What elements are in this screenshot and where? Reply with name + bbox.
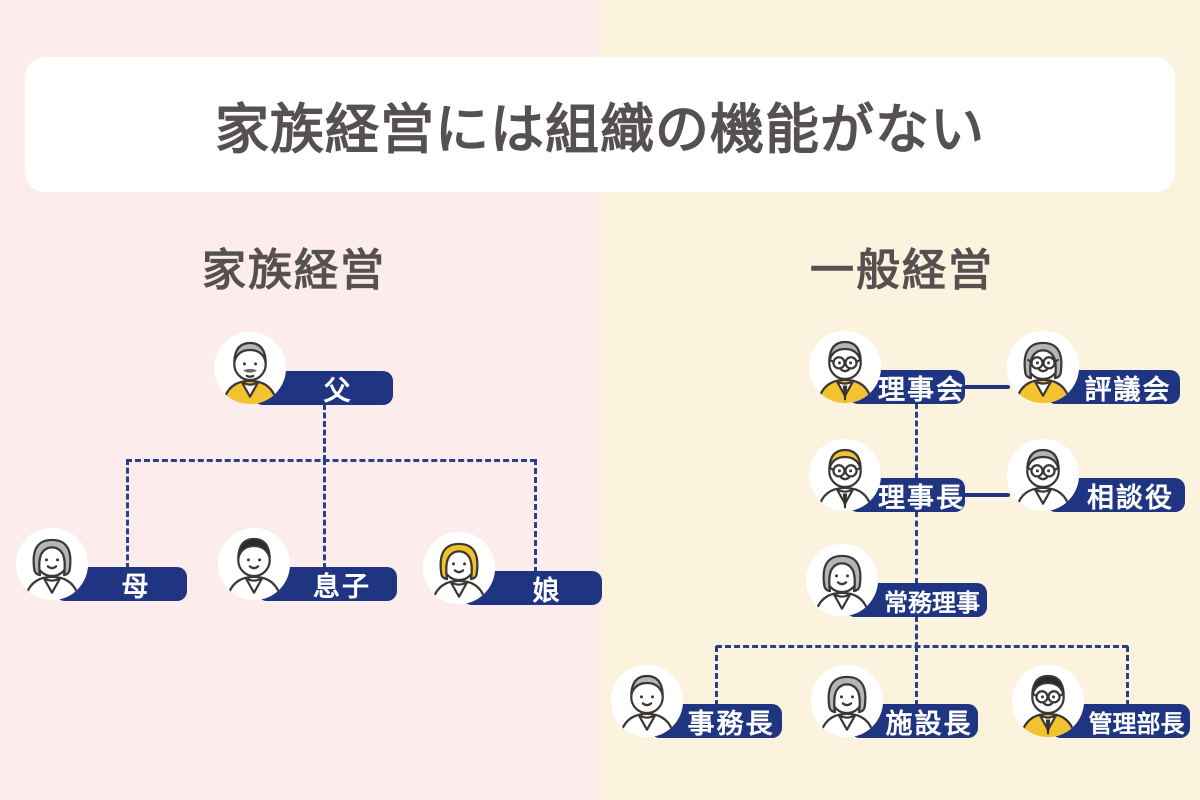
father-avatar xyxy=(213,331,287,405)
org-label-text: 管理部長 xyxy=(1088,709,1185,738)
page-title: 家族経営には組織の機能がない xyxy=(215,98,985,161)
elder-man-casual-icon xyxy=(610,664,684,738)
elder-woman-glasses-suit-icon xyxy=(1006,330,1080,404)
mother-avatar xyxy=(15,527,89,601)
org-label-board: 理事会 xyxy=(848,370,965,406)
facility-manager-avatar xyxy=(810,664,884,738)
title-card: 家族経営には組織の機能がない xyxy=(25,57,1175,192)
connector-to-admin-manager xyxy=(1126,646,1129,706)
young-man-glasses-suit-icon xyxy=(1011,664,1085,738)
managing-director-avatar xyxy=(805,543,879,617)
connector-general-horizontal xyxy=(716,645,1128,648)
org-label-text: 常務理事 xyxy=(884,588,980,617)
general-chart-heading: 一般経営 xyxy=(810,245,994,296)
elder-man-mustache-icon xyxy=(213,331,287,405)
connector-board-council xyxy=(963,385,1010,389)
org-label-text: 娘 xyxy=(532,575,562,607)
elder-man-glasses-suit-icon xyxy=(808,330,882,404)
org-label-text: 相談役 xyxy=(1087,482,1174,514)
org-label-text: 息子 xyxy=(313,571,371,603)
org-label-text: 理事長 xyxy=(878,482,965,514)
connector-father-down xyxy=(323,404,326,461)
blonde-man-glasses-icon xyxy=(808,438,882,512)
advisor-avatar xyxy=(1006,438,1080,512)
connector-chairman-managing-director xyxy=(915,511,918,584)
young-woman-icon xyxy=(422,531,496,605)
connector-board-chairman xyxy=(915,403,918,479)
org-label-text: 施設長 xyxy=(885,708,973,740)
org-label-text: 理事会 xyxy=(878,374,965,406)
elder-woman-icon xyxy=(805,543,879,617)
family-chart-heading: 家族経営 xyxy=(202,245,386,296)
son-avatar xyxy=(217,527,291,601)
elder-man-glasses-icon xyxy=(1006,438,1080,512)
connector-managing-director-down xyxy=(915,616,918,648)
connector-to-mother xyxy=(126,459,129,569)
connector-to-facility-manager xyxy=(915,646,918,706)
connector-chairman-advisor xyxy=(963,493,1010,497)
connector-to-daughter xyxy=(534,459,537,573)
org-label-text: 評議会 xyxy=(1084,374,1172,406)
council-avatar xyxy=(1006,330,1080,404)
org-label-son: 息子 xyxy=(257,567,397,603)
org-label-text: 母 xyxy=(121,571,151,603)
chairman-avatar xyxy=(808,438,882,512)
daughter-avatar xyxy=(422,531,496,605)
connector-to-office-manager xyxy=(715,646,718,706)
board-avatar xyxy=(808,330,882,404)
office-manager-avatar xyxy=(610,664,684,738)
elder-woman-icon xyxy=(15,527,89,601)
org-label-text: 父 xyxy=(323,375,353,407)
elder-woman-icon xyxy=(810,664,884,738)
connector-family-horizontal xyxy=(126,459,536,462)
young-man-icon xyxy=(217,527,291,601)
connector-to-son xyxy=(323,459,326,569)
admin-manager-avatar xyxy=(1011,664,1085,738)
org-label-text: 事務長 xyxy=(687,708,775,740)
